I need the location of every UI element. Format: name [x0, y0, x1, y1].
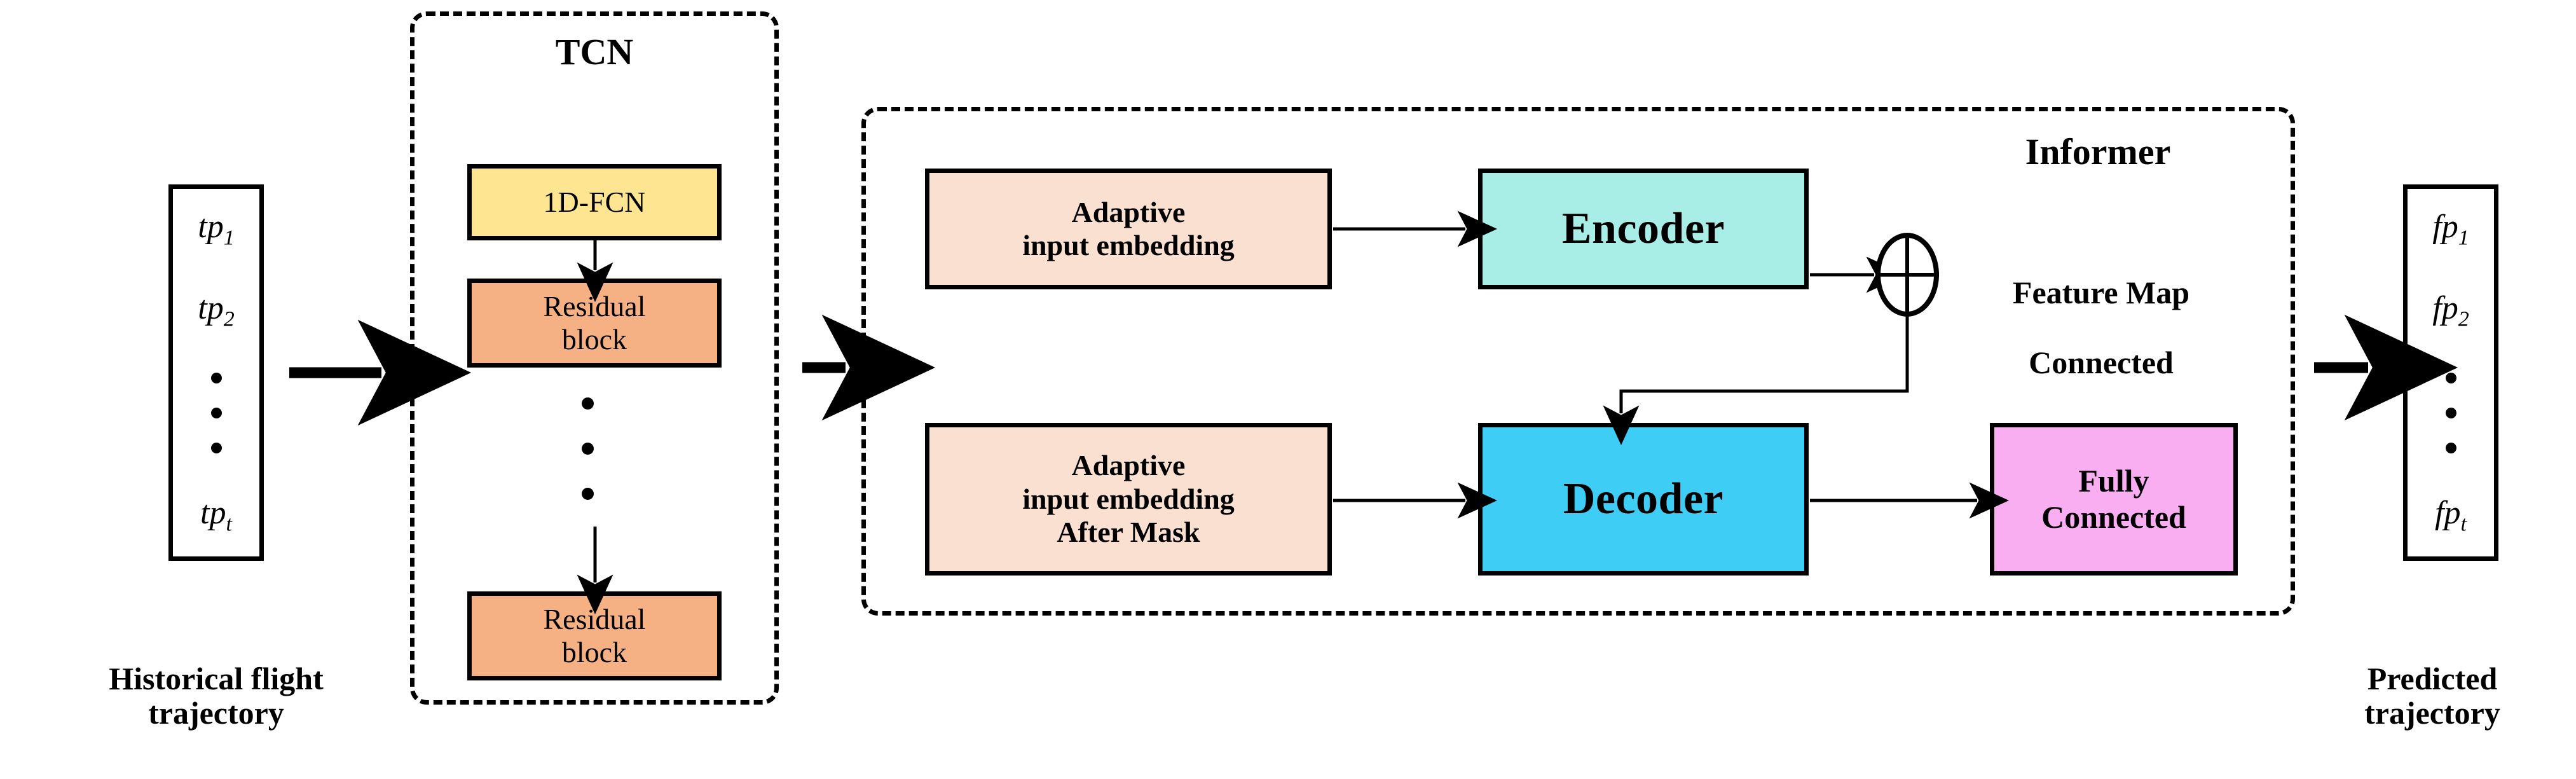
ellipsis-dot: [582, 488, 594, 500]
tcn-title: TCN: [555, 31, 634, 72]
predicted-trajectory-box: fp1 fp2 fpt: [2403, 184, 2498, 561]
caption-line-1: Predicted: [2367, 661, 2498, 696]
caption-line-1: Historical flight: [109, 661, 324, 696]
caption-line-2: trajectory: [2364, 695, 2500, 731]
ellipsis-dot: [2445, 443, 2456, 454]
historical-trajectory-caption: Historical flight trajectory: [25, 661, 407, 730]
output-sequence-item-last: fpt: [2435, 494, 2467, 535]
caption-line-2: trajectory: [148, 695, 284, 731]
ellipsis-dot: [2445, 408, 2456, 419]
ellipsis-dot: [210, 443, 222, 454]
decoder-block[interactable]: Decoder: [1478, 423, 1809, 576]
ellipsis-dot: [582, 443, 594, 455]
ellipsis-dot: [582, 397, 594, 410]
ellipsis-dot: [2445, 373, 2456, 384]
decoder-label: Decoder: [1563, 474, 1724, 524]
decoder-input-embedding-block[interactable]: Adaptive input embedding After Mask: [925, 423, 1332, 576]
input-sequence-item-last: tpt: [200, 494, 232, 535]
input-sequence-item-first: tp1: [198, 209, 235, 250]
tcn-1d-fcn-block[interactable]: 1D-FCN: [467, 164, 722, 240]
feature-map-line-1: Feature Map: [2012, 275, 2190, 310]
input-sequence-item-second: tp2: [198, 289, 235, 331]
input-sequence-ellipsis: [210, 373, 222, 454]
output-sequence-item-first: fp1: [2432, 209, 2469, 250]
feature-map-connected-label: Feature Map Connected: [1936, 240, 2266, 415]
tcn-ellipsis: [582, 397, 594, 500]
ellipsis-dot: [210, 373, 222, 384]
feature-map-line-2: Connected: [2029, 345, 2174, 380]
output-sequence-item-second: fp2: [2432, 289, 2469, 331]
tcn-1d-fcn-label: 1D-FCN: [543, 185, 646, 218]
output-sequence-ellipsis: [2445, 373, 2456, 454]
encoder-label: Encoder: [1561, 204, 1725, 254]
decoder-input-embedding-label: Adaptive input embedding After Mask: [1022, 449, 1235, 549]
historical-trajectory-box: tp1 tp2 tpt: [168, 184, 264, 561]
encoder-block[interactable]: Encoder: [1478, 169, 1809, 289]
informer-title: Informer: [2025, 131, 2171, 172]
ellipsis-dot: [210, 408, 222, 419]
predicted-trajectory-caption: Predicted trajectory: [2289, 661, 2576, 730]
